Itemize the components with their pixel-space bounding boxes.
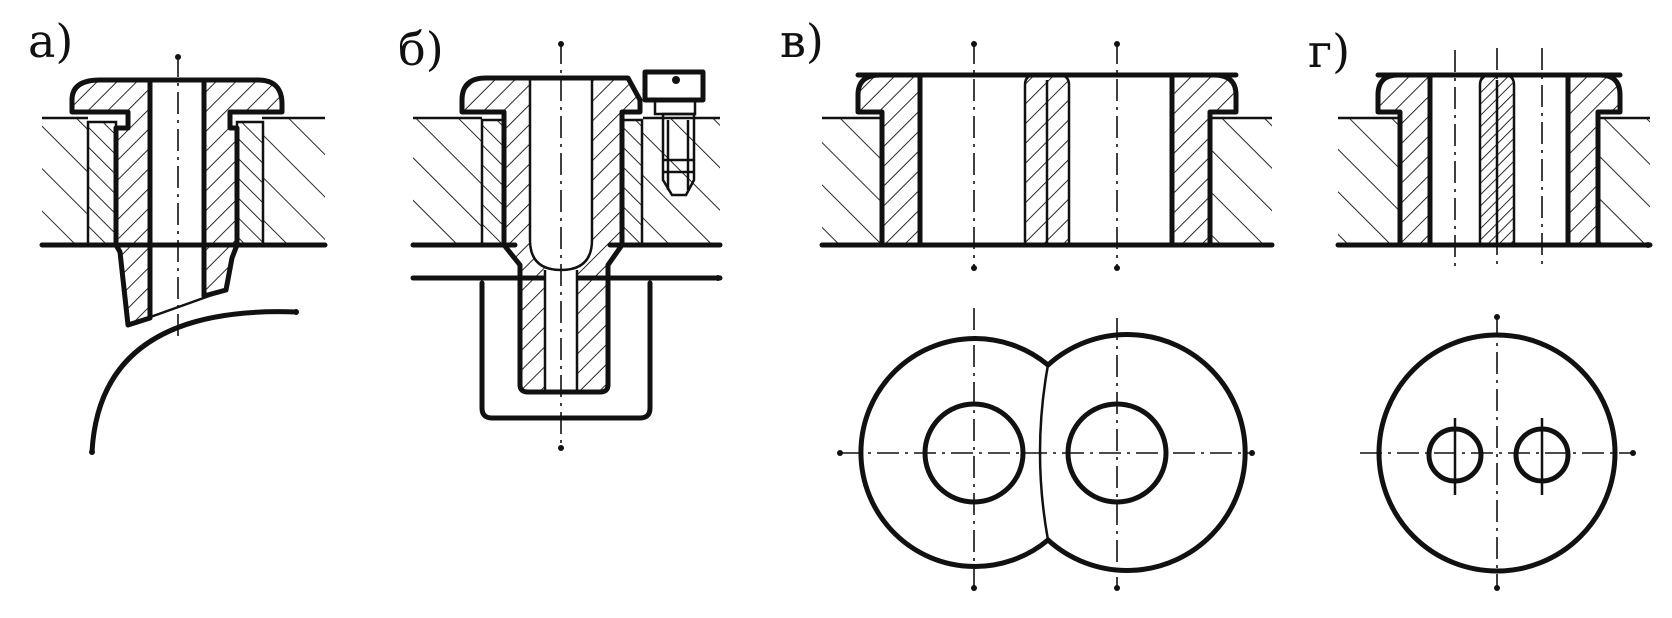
panel-g	[1335, 48, 1653, 591]
label-a: а)	[28, 14, 74, 68]
label-g: г)	[1308, 24, 1351, 78]
label-b: б)	[398, 22, 444, 76]
panel-a	[39, 54, 328, 455]
panel-v	[819, 41, 1275, 591]
label-v: в)	[780, 14, 824, 68]
panel-b	[410, 41, 723, 451]
